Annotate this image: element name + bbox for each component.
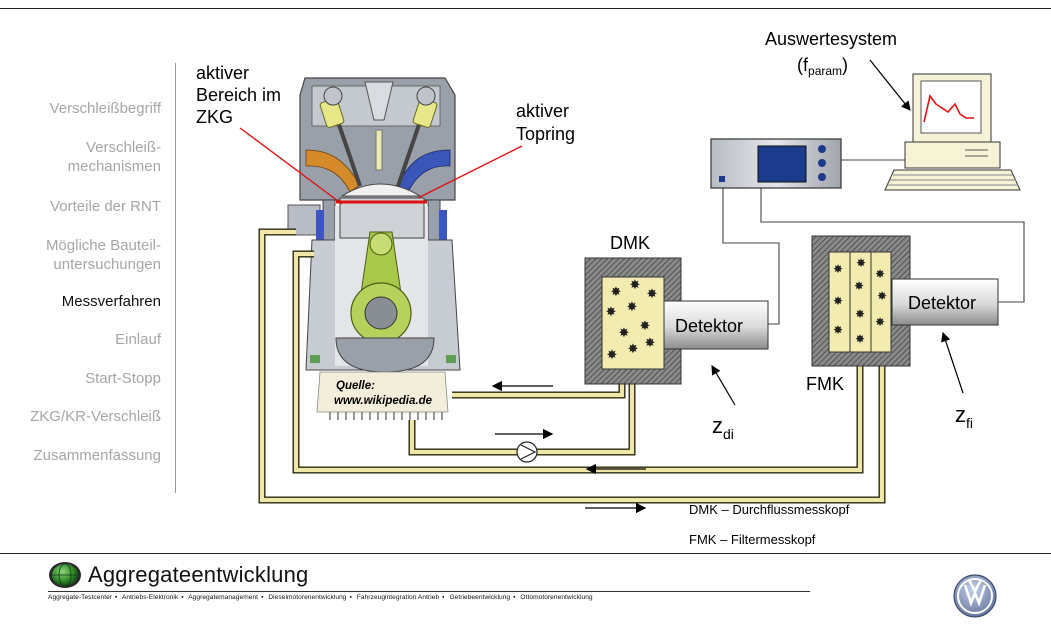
svg-text:✸: ✸: [611, 284, 622, 299]
nav-item-bauteiluntersuchungen[interactable]: Mögliche Bauteil- untersuchungen: [45, 237, 161, 273]
label-z-fi: zfi: [955, 402, 973, 431]
pointer-zkg: [239, 127, 343, 205]
svg-text:✸: ✸: [627, 299, 638, 314]
top-rule: [0, 8, 1051, 9]
legend-dmk: DMK – Durchflussmesskopf: [689, 502, 850, 517]
footer-rule: [0, 553, 1051, 554]
dmk-measurement-head: DMK ✸✸✸ ✸✸ ✸✸ ✸✸✸ Detektor: [584, 233, 769, 385]
nav-item-verschleissmechanismen[interactable]: Verschleiß- mechanismen: [67, 139, 161, 175]
auswertesystem-title: Auswertesystem: [765, 29, 897, 49]
measurement-diagram: Quelle: www.wikipedia.de aktiver Bereich…: [196, 29, 1025, 547]
label-active-topring-line1: aktiver: [516, 101, 569, 121]
footer-dept: Fahrzeugintegration Antrieb: [356, 594, 440, 601]
fmk-detector-label: Detektor: [908, 293, 976, 313]
auswertesystem-param: (fparam): [797, 55, 848, 78]
footer-dept: Dieselmotorenentwicklung: [268, 594, 347, 601]
label-active-zkg-line2: Bereich im: [196, 85, 281, 105]
svg-text:✸: ✸: [619, 325, 630, 340]
nav-item-start-stopp[interactable]: Start-Stopp: [85, 370, 161, 387]
legend-fmk: FMK – Filtermesskopf: [689, 532, 816, 547]
nav-item-messverfahren[interactable]: Messverfahren: [61, 293, 161, 310]
svg-text:✸: ✸: [875, 315, 885, 329]
fmk-label: FMK: [806, 374, 844, 394]
footer-dept: Antriebs-Elektronik: [121, 594, 179, 601]
svg-text:✸: ✸: [855, 332, 865, 346]
nav-item-verschleissbegriff[interactable]: Verschleißbegriff: [49, 100, 161, 117]
fmk-measurement-head: ✸ ✸ ✸ ✸ ✸ ✸ ✸ ✸ ✸ ✸ Detektor FMK: [806, 235, 999, 394]
nav-item-einlauf[interactable]: Einlauf: [115, 331, 161, 348]
footer-departments: Aggregate-Testcenter▪ Antriebs-Elektroni…: [48, 594, 593, 601]
sidebar-nav: Verschleißbegriff Verschleiß- mechanisme…: [0, 0, 175, 500]
svg-text:✸: ✸: [833, 294, 843, 308]
analysis-unit: [710, 138, 842, 189]
label-active-zkg-line3: ZKG: [196, 107, 233, 127]
nav-item-zkg-kr-verschleiss[interactable]: ZKG/KR-Verschleiß: [30, 408, 161, 425]
pump-symbol: [516, 441, 538, 463]
vw-logo-icon: [953, 574, 997, 618]
svg-text:✸: ✸: [628, 341, 639, 356]
dmk-label: DMK: [610, 233, 650, 253]
pointer-auswertesystem: [869, 59, 911, 111]
pointer-topring: [417, 145, 523, 199]
label-active-zkg-line1: aktiver: [196, 63, 249, 83]
footer-subrule: [48, 591, 810, 592]
oil-circuit-pipes: [258, 228, 886, 504]
computer-icon: [884, 73, 1021, 191]
pointer-z-fi: [941, 331, 964, 394]
svg-text:✸: ✸: [647, 286, 658, 301]
label-active-topring-line2: Topring: [516, 124, 575, 144]
svg-text:✸: ✸: [877, 289, 887, 303]
flow-arrows: [491, 380, 647, 514]
dmk-detector-label: Detektor: [675, 316, 743, 336]
signal-wiring: [722, 159, 1025, 325]
footer-brand: Aggregateentwicklung: [48, 560, 308, 590]
svg-text:✸: ✸: [645, 335, 656, 350]
svg-text:✸: ✸: [854, 279, 864, 293]
svg-text:✸: ✸: [833, 262, 843, 276]
svg-text:✸: ✸: [630, 277, 641, 292]
svg-text:✸: ✸: [875, 267, 885, 281]
svg-text:✸: ✸: [855, 307, 865, 321]
source-label-line1: Quelle:: [336, 380, 375, 392]
footer-dept: Aggregate-Testcenter: [48, 594, 113, 601]
nav-item-vorteile-rnt[interactable]: Vorteile der RNT: [50, 198, 161, 215]
source-label-line2: www.wikipedia.de: [334, 395, 433, 407]
pointer-z-di: [711, 364, 736, 406]
footer-dept: Aggregatemanagement: [188, 594, 259, 601]
engine-cross-section: Quelle: www.wikipedia.de: [287, 77, 461, 420]
sidebar-divider: [175, 63, 176, 493]
globe-logo-icon: [49, 562, 81, 588]
footer-dept: Ottomotorenentwicklung: [520, 594, 593, 601]
svg-text:✸: ✸: [640, 318, 651, 333]
footer-dept: Getriebeentwicklung: [449, 594, 511, 601]
svg-text:✸: ✸: [607, 347, 618, 362]
footer-title: Aggregateentwicklung: [88, 562, 309, 587]
nav-item-zusammenfassung[interactable]: Zusammenfassung: [33, 447, 161, 464]
label-z-di: zdi: [712, 413, 734, 442]
svg-text:✸: ✸: [856, 256, 866, 270]
svg-text:✸: ✸: [833, 323, 843, 337]
svg-text:✸: ✸: [606, 304, 617, 319]
